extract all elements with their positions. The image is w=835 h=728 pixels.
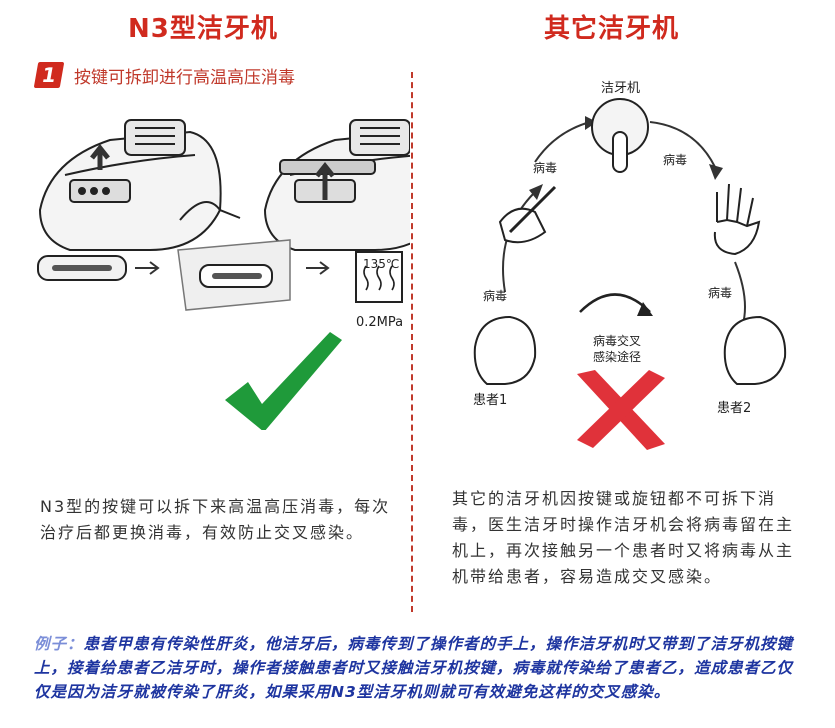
step-heading: 1 按键可拆卸进行高温高压消毒 <box>33 62 295 88</box>
right-illustration: 洁牙机 病毒 病毒 病毒 病毒 病毒交叉 感染途径 患者1 患者2 <box>473 81 787 450</box>
column-divider <box>411 72 413 612</box>
step-number: 1 <box>33 62 65 88</box>
cross-infection-label: 病毒交叉 <box>593 333 641 348</box>
step-text: 按键可拆卸进行高温高压消毒 <box>74 67 295 88</box>
sterile-pouch-icon <box>177 239 291 311</box>
sterilizer-temperature: 135℃ <box>363 257 399 271</box>
autoclave-icon <box>355 251 403 303</box>
patient1-label: 患者1 <box>473 393 507 408</box>
example-text: 患者甲患有传染性肝炎，他洁牙后，病毒传到了操作者的手上，操作洁牙机时又带到了洁牙… <box>34 635 794 701</box>
virus-label: 病毒 <box>708 285 732 300</box>
scaler-finger-icon <box>591 98 649 173</box>
cross-mark-icon <box>577 370 665 450</box>
writing-hand-icon <box>498 185 557 244</box>
cross-infection-label: 感染途径 <box>593 349 641 364</box>
right-title: 其它洁牙机 <box>544 14 680 44</box>
check-mark-icon <box>225 332 342 430</box>
infection-arrow <box>649 121 716 168</box>
curved-arrow-icon <box>579 293 651 313</box>
example-lead: 例子： <box>34 635 84 653</box>
machine-label: 洁牙机 <box>601 81 640 96</box>
virus-label: 病毒 <box>483 288 507 303</box>
arrowheads <box>529 116 723 200</box>
patient2-label: 患者2 <box>717 401 751 416</box>
infection-arrow <box>534 121 591 163</box>
open-hand-icon <box>713 183 761 256</box>
virus-label: 病毒 <box>533 160 557 175</box>
left-description: N3型的按键可以拆下来高温高压消毒，每次治疗后都更换消毒，有效防止交叉感染。 <box>40 497 391 542</box>
patient-head-icon <box>473 315 537 385</box>
right-description: 其它的洁牙机因按键或旋钮都不可拆下消毒，医生洁牙时操作洁牙机会将病毒留在主机上，… <box>452 489 795 586</box>
left-title: N3型洁牙机 <box>128 14 278 44</box>
arrow-icon <box>135 261 160 275</box>
sterilizer-pressure: 0.2MPa <box>356 315 403 330</box>
scaler-device-icon <box>38 119 241 251</box>
arrow-icon <box>306 261 330 275</box>
left-illustration: 135℃ 0.2MPa <box>37 119 410 430</box>
example-paragraph: 例子：患者甲患有传染性肝炎，他洁牙后，病毒传到了操作者的手上，操作洁牙机时又带到… <box>34 632 809 704</box>
virus-label: 病毒 <box>663 152 687 167</box>
removable-key-icon <box>37 255 127 281</box>
scaler-device-icon <box>263 119 410 251</box>
patient-head-icon <box>723 315 787 385</box>
